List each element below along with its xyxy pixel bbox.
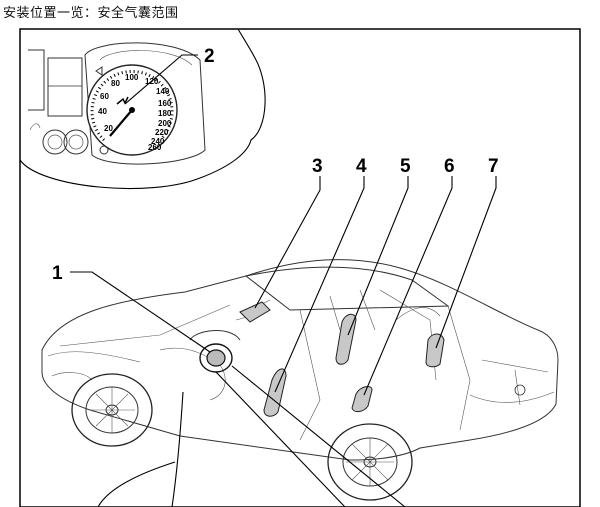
speed-label-220: 220	[155, 128, 169, 137]
callout-6: 6	[444, 156, 455, 177]
diagram-frame	[19, 28, 581, 507]
speed-label-160: 160	[158, 99, 172, 108]
curtain-airbag-rear	[425, 333, 445, 368]
rear-wheel	[327, 423, 413, 501]
speed-label-240: 240	[151, 137, 165, 146]
speed-label-20: 20	[104, 124, 113, 133]
speed-label-200: 200	[158, 119, 172, 128]
speed-label-60: 60	[100, 92, 109, 101]
callout-5: 5	[400, 156, 411, 177]
zoom-bubble-outline	[19, 28, 266, 189]
callout-4: 4	[356, 156, 367, 177]
steering-zoom-lines	[97, 365, 406, 507]
page-title: 安装位置一览：安全气囊范围	[3, 6, 179, 21]
callout-2: 2	[204, 46, 215, 67]
speed-label-100: 100	[125, 73, 139, 82]
speed-label-40: 40	[98, 107, 107, 116]
speedometer-needle	[109, 109, 133, 137]
callout-3: 3	[312, 156, 323, 177]
speed-label-180: 180	[158, 109, 172, 118]
front-side-airbag	[263, 368, 287, 417]
car-outline	[41, 259, 559, 461]
passenger-front-airbag	[239, 301, 271, 323]
speed-label-260: 260	[148, 143, 162, 152]
callout-1: 1	[52, 263, 63, 284]
instrument-cluster	[28, 42, 206, 165]
leader-lines	[70, 54, 497, 396]
speed-label-80: 80	[111, 79, 120, 88]
rear-side-airbag	[351, 386, 373, 413]
speed-label-140: 140	[156, 87, 170, 96]
front-wheel	[71, 373, 153, 447]
callout-7: 7	[488, 156, 499, 177]
speedometer-gauge: 20 40 60 80 100 120 140 160 180 200 220 …	[86, 64, 178, 156]
steering-wheel-airbag	[189, 330, 241, 373]
